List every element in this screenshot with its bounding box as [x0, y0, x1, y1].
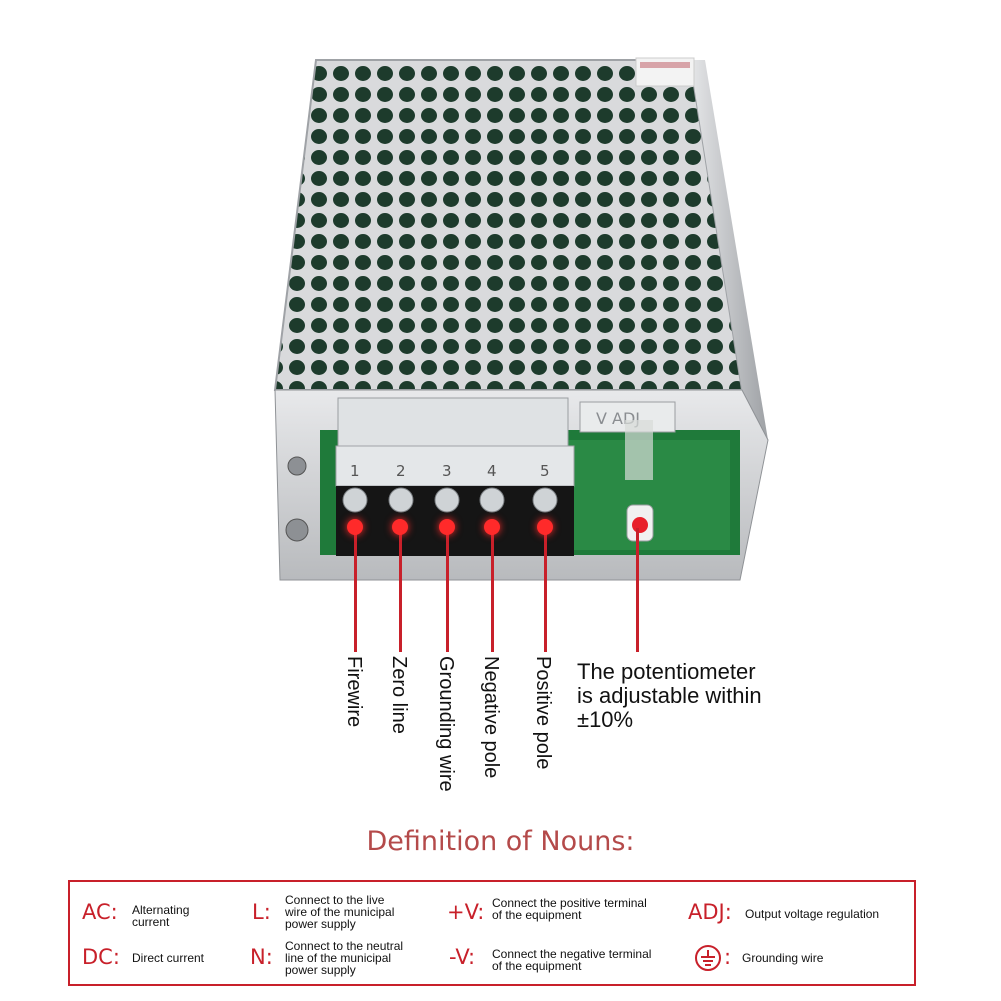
def-desc-adj-line-1: Output voltage regulation: [745, 907, 880, 921]
terminal-number-3: 3: [442, 462, 452, 480]
def-desc-minus-v-line-1: Connect the negative terminal: [492, 947, 652, 961]
label-positive-pole: Positive pole: [532, 656, 554, 770]
def-desc-plus-v: Connect the positive terminal of the equ…: [492, 897, 647, 921]
def-desc-ground: Grounding wire: [742, 952, 823, 964]
potentiometer-note: The potentiometer is adjustable within ±…: [577, 660, 762, 732]
callout-line-positive-pole: [544, 528, 547, 652]
def-desc-l-line-3: power supply: [285, 917, 356, 931]
def-desc-adj: Output voltage regulation: [745, 908, 879, 920]
terminal-number-2: 2: [396, 462, 406, 480]
def-desc-plus-v-line-2: of the equipment: [492, 908, 582, 922]
def-desc-minus-v: Connect the negative terminal of the equ…: [492, 948, 651, 972]
label-firewire: Firewire: [343, 656, 365, 728]
terminal-screw-1: [342, 487, 368, 513]
def-key-ac: AC:: [82, 900, 118, 924]
def-desc-ac-line-2: current: [132, 915, 170, 929]
label-zero-line: Zero line: [388, 656, 410, 734]
def-key-plus-v: +V:: [447, 900, 485, 924]
definitions-title: Definition of Nouns:: [366, 826, 635, 857]
terminal-screw-3: [434, 487, 460, 513]
dot-zero-line: [392, 519, 408, 535]
def-key-ground: :: [724, 945, 732, 969]
potentiometer-note-line-3: ±10%: [577, 707, 634, 732]
definitions-box: [68, 880, 916, 986]
terminal-number-5: 5: [540, 462, 550, 480]
callout-line-zero-line: [399, 528, 402, 652]
def-desc-l-line-1: Connect to the live: [285, 893, 385, 907]
def-desc-ground-line-1: Grounding wire: [742, 951, 824, 965]
callout-line-potentiometer: [636, 528, 639, 652]
callout-line-firewire: [354, 528, 357, 652]
def-desc-n-line-1: Connect to the neutral: [285, 939, 404, 953]
terminal-screw-2: [388, 487, 414, 513]
def-desc-n-line-3: power supply: [285, 963, 356, 977]
def-desc-ac-line-1: Alternating: [132, 903, 190, 917]
terminal-number-4: 4: [487, 462, 497, 480]
dot-firewire: [347, 519, 363, 535]
potentiometer-note-line-1: The potentiometer: [577, 659, 756, 684]
def-desc-ac: Alternating current: [132, 904, 189, 928]
terminal-screw-4: [479, 487, 505, 513]
def-desc-dc: Direct current: [132, 952, 204, 964]
label-grounding-wire: Grounding wire: [435, 656, 457, 792]
def-desc-minus-v-line-2: of the equipment: [492, 959, 582, 973]
callout-line-negative-pole: [491, 528, 494, 652]
potentiometer-note-line-2: is adjustable within: [577, 683, 762, 708]
def-key-minus-v: -V:: [449, 945, 476, 969]
terminal-screw-5: [532, 487, 558, 513]
def-desc-l: Connect to the live wire of the municipa…: [285, 894, 394, 930]
dot-negative-pole: [484, 519, 500, 535]
dot-grounding-wire: [439, 519, 455, 535]
terminal-number-1: 1: [350, 462, 360, 480]
def-desc-n: Connect to the neutral line of the munic…: [285, 940, 403, 976]
def-desc-dc-line-1: Direct current: [132, 951, 205, 965]
def-desc-l-line-2: wire of the municipal: [285, 905, 395, 919]
def-desc-plus-v-line-1: Connect the positive terminal: [492, 896, 647, 910]
label-negative-pole: Negative pole: [480, 656, 502, 779]
dot-positive-pole: [537, 519, 553, 535]
def-key-dc: DC:: [82, 945, 120, 969]
def-desc-n-line-2: line of the municipal: [285, 951, 392, 965]
def-key-n: N:: [250, 945, 273, 969]
def-key-adj: ADJ:: [688, 900, 732, 924]
callout-line-grounding-wire: [446, 528, 449, 652]
grounding-symbol-icon: [695, 945, 721, 971]
def-key-l: L:: [252, 900, 271, 924]
